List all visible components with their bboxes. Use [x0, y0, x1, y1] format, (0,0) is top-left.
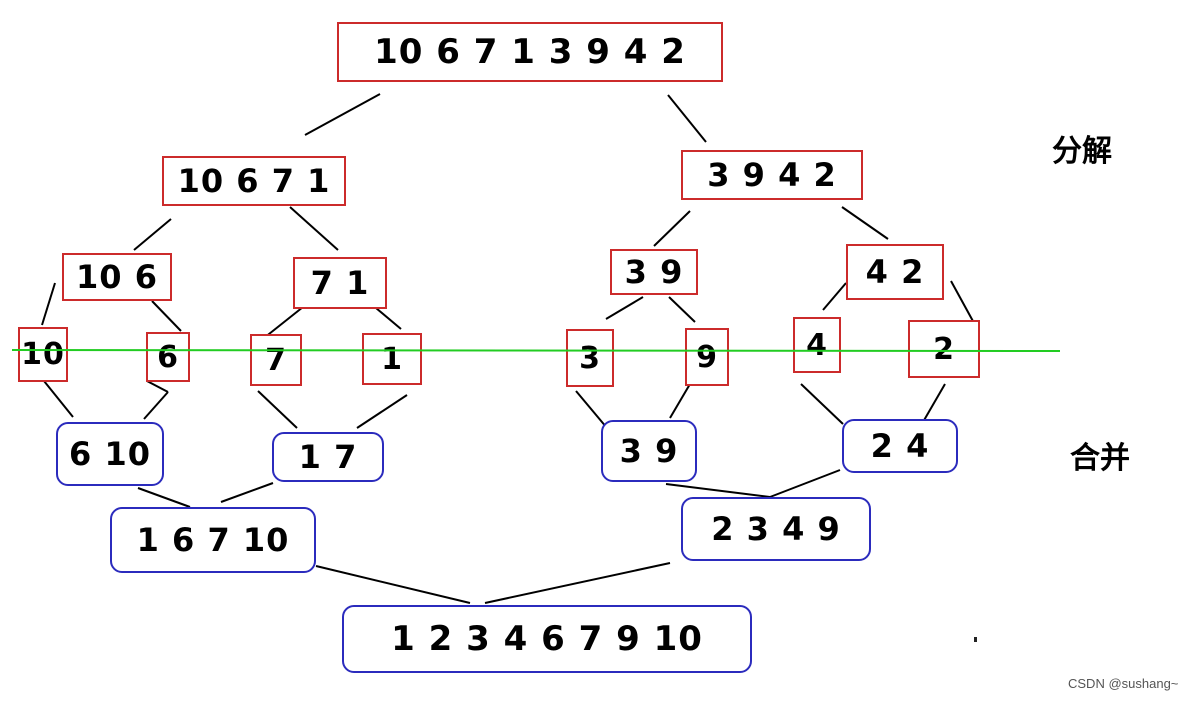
connector-line: [151, 300, 182, 332]
split-phase-label: 分解: [1052, 134, 1112, 169]
split-node-right-left: 3 9: [610, 249, 698, 295]
watermark: CSDN @sushang~: [1068, 676, 1179, 691]
split-node-left-left: 10 6: [62, 253, 172, 301]
connector-line: [484, 562, 671, 604]
merge-node-left: 1 6 7 10: [110, 507, 316, 573]
connector-line: [220, 482, 274, 503]
split-leaf-1: 1: [362, 333, 422, 385]
connector-line: [304, 93, 381, 136]
connector-line: [841, 206, 889, 240]
split-leaf-10: 10: [18, 327, 68, 382]
connector-line: [375, 307, 402, 330]
connector-line: [356, 394, 408, 429]
split-node-right: 3 9 4 2: [681, 150, 863, 200]
connector-line: [605, 296, 644, 320]
connector-line: [289, 206, 339, 251]
merge-node-right: 2 3 4 9: [681, 497, 871, 561]
connector-line: [41, 282, 56, 326]
split-leaf-4: 4: [793, 317, 841, 373]
merge-node-left-left: 6 10: [56, 422, 164, 486]
split-leaf-7: 7: [250, 334, 302, 386]
merge-node-left-right: 1 7: [272, 432, 384, 482]
split-node-root: 10 6 7 1 3 9 4 2: [337, 22, 723, 82]
split-leaf-3: 3: [566, 329, 614, 387]
connector-line: [137, 487, 191, 508]
connector-line: [668, 296, 696, 323]
connector-line: [922, 383, 946, 423]
connector-line: [669, 383, 691, 419]
split-leaf-2: 2: [908, 320, 980, 378]
merge-node-root: 1 2 3 4 6 7 9 10: [342, 605, 752, 673]
split-leaf-9: 9: [685, 328, 729, 386]
connector-line: [315, 565, 471, 604]
connector-line: [822, 282, 847, 311]
connector-line: [667, 94, 707, 143]
split-node-left-right: 7 1: [293, 257, 387, 309]
connector-line: [257, 390, 298, 429]
connector-line: [143, 391, 169, 420]
split-node-right-right: 4 2: [846, 244, 944, 300]
connector-line: [146, 380, 169, 393]
merge-node-right-left: 3 9: [601, 420, 697, 482]
connector-line: [665, 483, 771, 498]
connector-line: [950, 280, 975, 324]
stray-dot: [974, 637, 977, 642]
connector-line: [800, 383, 844, 425]
merge-phase-label: 合并: [1070, 441, 1130, 476]
connector-line: [263, 306, 304, 339]
connector-line: [769, 469, 841, 498]
connector-line: [133, 218, 172, 251]
split-leaf-6: 6: [146, 332, 190, 382]
connector-line: [575, 390, 608, 429]
connector-line: [43, 380, 74, 418]
merge-node-right-right: 2 4: [842, 419, 958, 473]
split-node-left: 10 6 7 1: [162, 156, 346, 206]
connector-line: [653, 210, 691, 247]
